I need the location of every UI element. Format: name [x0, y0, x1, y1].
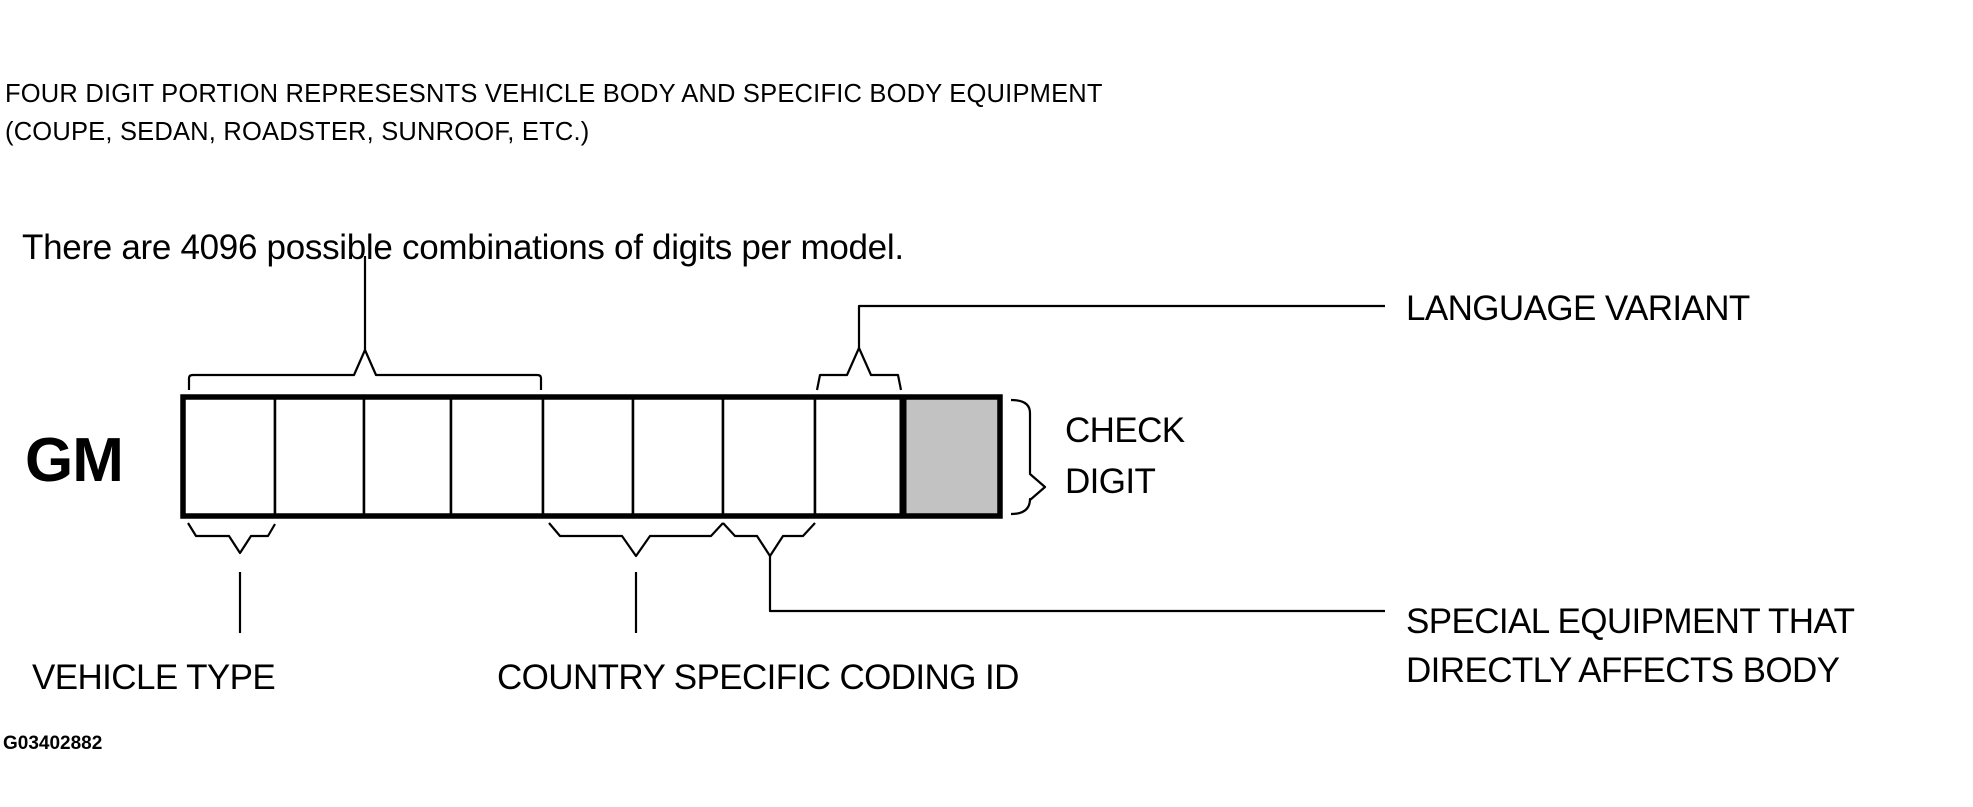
header-line-1: FOUR DIGIT PORTION REPRESESNTS VEHICLE B… [5, 80, 1103, 108]
digit-box [449, 395, 545, 518]
digit-box [631, 395, 725, 518]
header-line-2: (COUPE, SEDAN, ROADSTER, SUNROOF, ETC.) [5, 118, 590, 146]
digit-box [273, 395, 366, 518]
language-leader-line [857, 304, 1385, 348]
check-digit-box [901, 395, 1002, 518]
special-equipment-leader-line [768, 556, 1385, 613]
gm-prefix: GM [25, 426, 124, 495]
special-equipment-label-line-2: DIRECTLY AFFECTS BODY [1406, 651, 1840, 690]
special-equipment-brace [722, 522, 816, 558]
digit-boxes [181, 395, 1002, 518]
diagram-subtitle: There are 4096 possible combinations of … [22, 228, 904, 267]
digit-box [813, 395, 905, 518]
figure-id: G03402882 [3, 733, 103, 754]
digit-box [362, 395, 453, 518]
check-digit-label-line-2: DIGIT [1065, 462, 1156, 501]
country-brace [548, 522, 724, 558]
language-variant-label: LANGUAGE VARIANT [1406, 289, 1750, 328]
special-equipment-label-line-1: SPECIAL EQUIPMENT THAT [1406, 602, 1855, 641]
vehicle-type-brace [187, 522, 276, 555]
code-box-border [180, 394, 1003, 519]
digit-box [541, 395, 635, 518]
digit-box [721, 395, 817, 518]
body-brace [187, 348, 543, 390]
country-coding-label: COUNTRY SPECIFIC CODING ID [497, 658, 1019, 697]
language-brace [815, 346, 903, 391]
vehicle-type-label: VEHICLE TYPE [32, 658, 276, 697]
digit-box [181, 395, 277, 518]
check-digit-brace [1010, 398, 1047, 516]
check-digit-label-line-1: CHECK [1065, 411, 1185, 450]
